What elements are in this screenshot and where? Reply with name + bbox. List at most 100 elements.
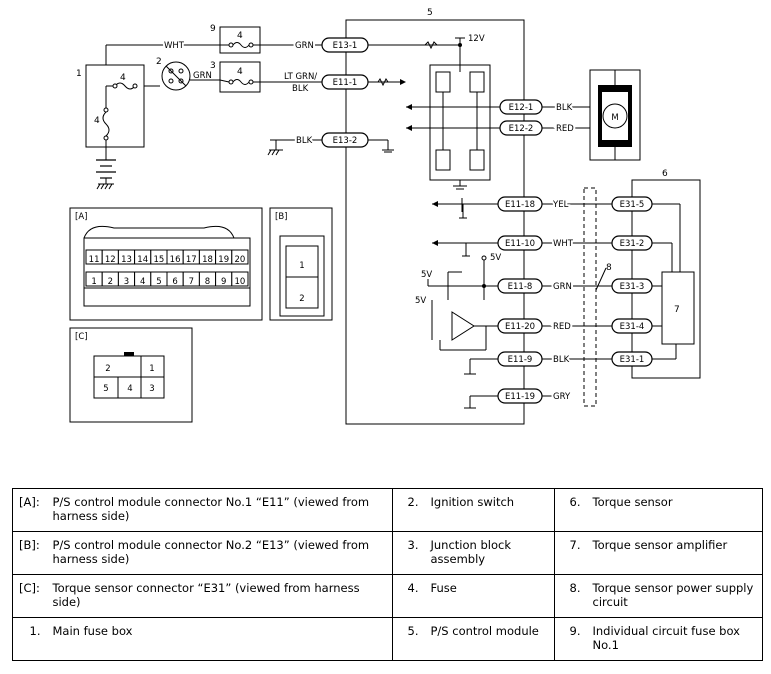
legend-text: Torque sensor connector “E31” (viewed fr…	[48, 574, 393, 618]
ignition-switch: 2	[156, 57, 191, 91]
view-a-pin-cell	[231, 249, 249, 265]
connector-e13-1: E13-1	[321, 37, 369, 53]
view-a-pin: 9	[221, 277, 226, 287]
connector-label-e31-5: E31-5	[620, 200, 645, 210]
connector-e12-2: E12-2	[499, 120, 543, 136]
connector-label-e11-20: E11-20	[505, 322, 535, 332]
legend-key: [C]:	[12, 574, 49, 618]
view-c-tag: [C]	[75, 332, 88, 342]
legend-key: 1.	[12, 617, 49, 661]
wire-label-grn: GRN	[295, 41, 314, 51]
connector-view-b: [B] 1 2	[269, 207, 333, 321]
view-a-pin: 11	[89, 255, 100, 265]
wire-label-lt-grn: LT GRN/	[284, 72, 317, 82]
callout-9: 9	[210, 24, 216, 34]
wire-label-wht-2: WHT	[553, 239, 574, 249]
connector-label-e31-3: E31-3	[620, 282, 645, 292]
legend-key: 7.	[554, 531, 589, 575]
wiring-diagram: 1 4 4 WHT 2 GRN 9 4	[69, 8, 701, 425]
view-a-pin-cell	[231, 271, 249, 287]
main-fuse-box: 1 4 4	[76, 64, 145, 190]
connector-e11-20: E11-20	[497, 318, 543, 334]
view-c-pin-1: 1	[149, 364, 154, 374]
legend-key: 3.	[392, 531, 427, 575]
view-a-pin: 1	[91, 277, 96, 287]
wire-label-red-motor: RED	[556, 124, 574, 134]
legend-table: [A]:P/S control module connector No.1 “E…	[12, 488, 763, 661]
connector-e11-19: E11-19	[497, 388, 543, 404]
legend-key: 2.	[392, 488, 427, 532]
wire-label-yel: YEL	[552, 200, 569, 210]
view-c-pin-3: 3	[149, 384, 154, 394]
view-a-pin: 14	[137, 255, 148, 265]
voltage-12v: 12V	[468, 34, 485, 44]
view-b-pin-1: 1	[299, 261, 304, 271]
connector-view-c: [C] 2 1 5 4 3	[69, 327, 193, 423]
legend-text: Junction block assembly	[426, 531, 555, 575]
connector-label-e12-2: E12-2	[509, 124, 534, 134]
callout-4-main-fuse: 4	[120, 73, 126, 83]
sensor-connectors: E11-18 E11-10 E11-8 E11-20 E11-9 E11-19	[497, 196, 543, 404]
connector-label-e31-4: E31-4	[620, 322, 645, 332]
view-a-pin: 16	[170, 255, 181, 265]
view-a-pin: 5	[156, 277, 161, 287]
wire-label-blk-motor: BLK	[556, 103, 573, 113]
view-a-pin: 7	[189, 277, 194, 287]
view-a-tag: [A]	[75, 212, 87, 222]
legend-text: P/S control module	[426, 617, 555, 661]
view-a-pin: 4	[140, 277, 145, 287]
wire-label-red-2: RED	[553, 322, 571, 332]
callout-8: 8	[606, 263, 612, 273]
callout-6: 6	[662, 169, 668, 179]
connector-label-e13-1: E13-1	[333, 41, 358, 51]
wire-label-wht: WHT	[164, 41, 185, 51]
legend-text: Torque sensor amplifier	[588, 531, 763, 575]
view-a-pin: 2	[108, 277, 113, 287]
connector-e13-2: E13-2	[321, 132, 369, 148]
legend-key: 6.	[554, 488, 589, 532]
voltage-5v-b: 5V	[421, 270, 432, 280]
view-a-pin: 19	[218, 255, 229, 265]
view-c-pin-2: 2	[105, 364, 110, 374]
legend-key: 4.	[392, 574, 427, 618]
connector-label-e13-2: E13-2	[333, 136, 358, 146]
callout-5: 5	[427, 8, 433, 18]
legend-text: Torque sensor power supply circuit	[588, 574, 763, 618]
legend-text: Fuse	[426, 574, 555, 618]
wire-label-grn-2: GRN	[553, 282, 572, 292]
view-b-tag: [B]	[275, 212, 287, 222]
legend-text: Ignition switch	[426, 488, 555, 532]
motor: M	[589, 69, 641, 161]
callout-4-fuse-9: 4	[237, 31, 243, 41]
legend-text: Individual circuit fuse box No.1	[588, 617, 763, 661]
connector-label-e31-1: E31-1	[620, 355, 645, 365]
view-a-pin: 6	[172, 277, 177, 287]
callout-7: 7	[674, 305, 680, 315]
connector-label-e11-19: E11-19	[505, 392, 535, 402]
connector-e11-10: E11-10	[497, 235, 543, 251]
view-b-pin-2: 2	[299, 294, 304, 304]
view-c-pin-4: 4	[127, 384, 132, 394]
wire-label-blk-ground: BLK	[296, 136, 313, 146]
view-c-pin-5: 5	[103, 384, 108, 394]
view-a-pin: 10	[234, 277, 245, 287]
connector-label-e12-1: E12-1	[509, 103, 534, 113]
legend-key: [B]:	[12, 531, 49, 575]
view-a-pin: 13	[121, 255, 132, 265]
legend-text: Torque sensor	[588, 488, 763, 532]
view-a-pin: 18	[202, 255, 213, 265]
voltage-5v-a: 5V	[490, 253, 501, 263]
view-a-pin: 17	[186, 255, 197, 265]
ps-control-module	[345, 19, 525, 425]
connector-e11-18: E11-18	[497, 196, 543, 212]
legend-key: [A]:	[12, 488, 49, 532]
individual-fuse-box: 9 4	[210, 24, 261, 54]
legend-text: P/S control module connector No.2 “E13” …	[48, 531, 393, 575]
connector-label-e11-8: E11-8	[508, 282, 533, 292]
callout-2: 2	[156, 57, 162, 67]
wire-label-grn-ignition: GRN	[193, 71, 212, 81]
e31-connectors: E31-5 E31-2 E31-3 E31-4 E31-1	[611, 196, 653, 367]
connector-e11-1: E11-1	[321, 74, 369, 90]
